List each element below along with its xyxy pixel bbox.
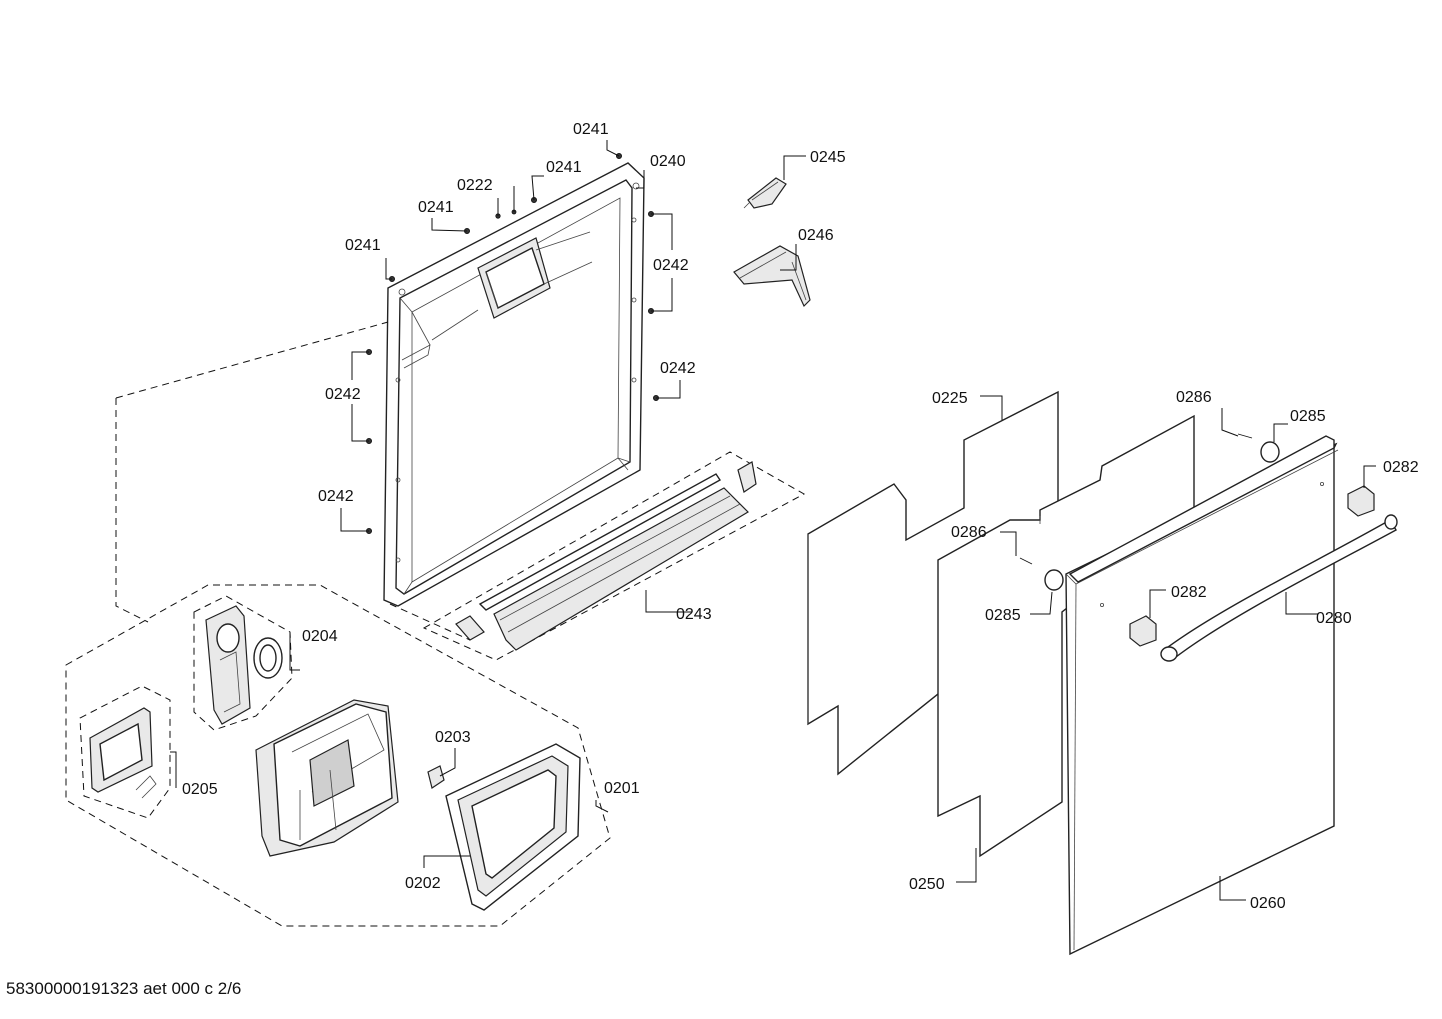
panel-0225 [807, 390, 1059, 776]
label-0241-mid: 0241 [546, 159, 582, 176]
part-0246 [733, 245, 811, 308]
inner-door-frame [383, 162, 645, 607]
label-0241-edge: 0241 [345, 237, 381, 254]
label-0242-left-mid: 0242 [325, 386, 361, 403]
label-0241-top: 0241 [573, 121, 609, 138]
label-0280: 0280 [1316, 610, 1352, 627]
label-0282-top: 0282 [1383, 459, 1419, 476]
label-0240: 0240 [650, 153, 686, 170]
label-0241-left: 0241 [418, 199, 454, 216]
label-0242-left-bottom: 0242 [318, 488, 354, 505]
label-0245: 0245 [810, 149, 846, 166]
label-0202: 0202 [405, 875, 441, 892]
label-0205: 0205 [182, 781, 218, 798]
label-0286-top: 0286 [1176, 389, 1212, 406]
panel-0260 [1065, 435, 1339, 956]
label-0203: 0203 [435, 729, 471, 746]
label-0282-mid: 0282 [1171, 584, 1207, 601]
label-0286-mid: 0286 [951, 524, 987, 541]
label-0242-right-top: 0242 [653, 257, 689, 274]
label-0243: 0243 [676, 606, 712, 623]
label-0260: 0260 [1250, 895, 1286, 912]
label-0242-right-mid: 0242 [660, 360, 696, 377]
part-0245 [743, 177, 787, 209]
part-labels: 0241 0241 0222 0241 0241 0240 0245 0246 … [182, 121, 1419, 912]
label-0204: 0204 [302, 628, 338, 645]
drawing-reference: 58300000191323 aet 000 c 2/6 [6, 979, 242, 998]
label-0285-mid: 0285 [985, 607, 1021, 624]
label-0246: 0246 [798, 227, 834, 244]
label-0225: 0225 [932, 390, 968, 407]
end-caps-0282 [1129, 485, 1375, 647]
panel-0250 [937, 414, 1195, 858]
label-0201: 0201 [604, 780, 640, 797]
label-0222: 0222 [457, 177, 493, 194]
label-0250: 0250 [909, 876, 945, 893]
handle-0280 [1160, 514, 1398, 662]
leader-lines [170, 140, 1376, 901]
part-0243-group [422, 451, 806, 661]
control-module-group [65, 321, 611, 927]
label-0285-top: 0285 [1290, 408, 1326, 425]
washers-and-screws [1019, 433, 1280, 591]
